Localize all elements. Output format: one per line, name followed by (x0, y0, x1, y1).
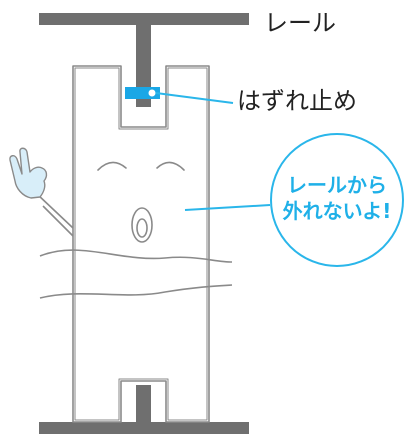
bottom-rail-stem (136, 385, 151, 425)
bottom-rail-bar (39, 422, 249, 434)
left-eye (97, 161, 127, 171)
rail-label: レール (264, 9, 336, 37)
mouth (131, 207, 153, 243)
right-eye (156, 161, 185, 171)
stopper-label: はずれ止め (237, 87, 357, 115)
glove-icon (9, 147, 48, 199)
speech-bubble: レールから 外れないよ! (270, 133, 404, 267)
top-rail-stem (136, 25, 151, 107)
speech-bubble-circle (270, 133, 404, 267)
arm-line-2 (42, 205, 74, 237)
stopper-dot (146, 87, 158, 99)
door-outline (72, 65, 210, 423)
mouth-inner (136, 218, 148, 238)
bottom-rail (39, 385, 249, 434)
door-face (97, 161, 185, 243)
wavy-line (39, 249, 233, 263)
waving-arm (9, 147, 74, 237)
bubble-line-1: レールから (287, 173, 387, 197)
arm-line (36, 193, 74, 229)
bubble-line-2: 外れないよ! (283, 199, 392, 223)
stopper-callout-line (155, 92, 234, 104)
bubble-callout-line (184, 204, 271, 211)
door-outline-sketch (74, 67, 208, 421)
top-rail (39, 13, 249, 107)
door-panel (72, 65, 210, 423)
wavy-line-lower (39, 284, 233, 299)
top-rail-bar (39, 13, 249, 25)
